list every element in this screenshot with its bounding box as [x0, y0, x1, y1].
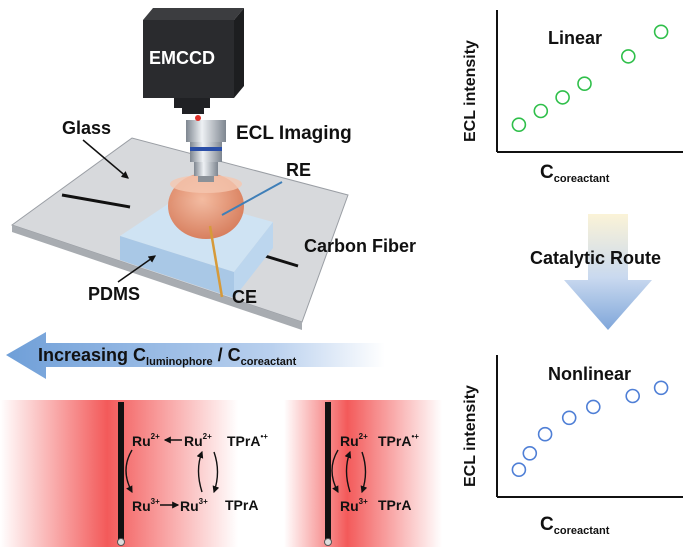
inner-reduction-arrow	[212, 451, 220, 494]
catalytic-route-label: Catalytic Route	[530, 248, 662, 268]
linear-chart-ylabel: ECL intensity	[462, 40, 479, 142]
left-ru2-outer: Ru2+	[132, 432, 160, 449]
camera-label: EMCCD	[149, 48, 215, 68]
right-tpra-radical: TPrA•+	[378, 432, 419, 449]
ratio-arrow	[6, 332, 385, 379]
right-electrode-cycle-arrow	[331, 449, 339, 494]
linear-chart	[496, 10, 683, 153]
right-reduction-arrow	[360, 451, 368, 494]
left-ru2-inner: Ru2+	[184, 432, 212, 449]
counter-electrode-wire	[208, 225, 224, 298]
nonlinear-point-4	[561, 410, 577, 426]
left-tpra-radical: TPrA•+	[227, 432, 268, 449]
right-ru2: Ru2+	[340, 432, 368, 449]
ce-label: CE	[232, 287, 258, 307]
left-tpra: TPrA	[225, 497, 259, 513]
ecl-imaging-label: ECL Imaging	[236, 123, 352, 144]
nonlinear-point-3	[537, 426, 553, 442]
pdms-label: PDMS	[88, 284, 141, 304]
left-ru3-outer: Ru3+	[132, 497, 160, 514]
nonlinear-point-7	[653, 380, 669, 396]
nonlinear-chart-ylabel: ECL intensity	[462, 385, 479, 487]
nonlinear-point-5	[585, 399, 601, 415]
right-oxidation-arrow	[344, 450, 352, 493]
linear-point-2	[533, 103, 549, 119]
objective-lens	[186, 120, 226, 182]
nonlinear-point-2	[522, 445, 538, 461]
right-tpra: TPrA	[378, 497, 412, 513]
nonlinear-chart-title: Nonlinear	[548, 364, 632, 384]
ratio-prefix: Increasing C	[38, 345, 147, 365]
linear-point-3	[555, 90, 570, 105]
left-ru3-inner: Ru3+	[180, 497, 208, 514]
electrode-right-tip	[324, 538, 332, 546]
ratio-sub-coreactant: coreactant	[240, 356, 297, 368]
ratio-arrow-label: Increasing Cluminophore / Ccoreactant	[38, 345, 296, 368]
nonlinear-chart	[496, 355, 683, 498]
pdms-pointer	[117, 255, 157, 283]
ratio-sub-luminophore: luminophore	[146, 356, 213, 368]
left-electrode-cycle-arrow	[125, 449, 133, 494]
re-label: RE	[286, 160, 312, 180]
electrolyte-droplet	[168, 173, 244, 239]
linear-point-1	[511, 117, 527, 132]
nonlinear-point-6	[625, 388, 641, 404]
glass-pointer	[82, 139, 129, 179]
ratio-middle: / C	[212, 345, 241, 365]
emccd-camera	[143, 8, 244, 121]
inner-oxidation-arrow	[196, 450, 204, 493]
carbon-fiber-left	[61, 193, 131, 209]
catalytic-route-arrow	[564, 214, 652, 330]
linear-point-4	[577, 76, 592, 91]
linear-point-5	[620, 49, 636, 64]
nonlinear-point-1	[511, 462, 527, 478]
mechanism-right-gradient	[284, 400, 442, 547]
linear-chart-xlabel: Ccoreactant	[540, 162, 610, 185]
carbon-fiber-label: Carbon Fiber	[304, 236, 417, 256]
reference-electrode-wire	[221, 181, 283, 216]
electrode-left-tip	[117, 538, 125, 546]
linear-point-6	[653, 24, 669, 40]
glass-label: Glass	[62, 118, 112, 138]
linear-chart-title: Linear	[548, 28, 603, 48]
nonlinear-chart-xlabel: Ccoreactant	[540, 514, 610, 537]
right-ru3: Ru3+	[340, 497, 368, 514]
